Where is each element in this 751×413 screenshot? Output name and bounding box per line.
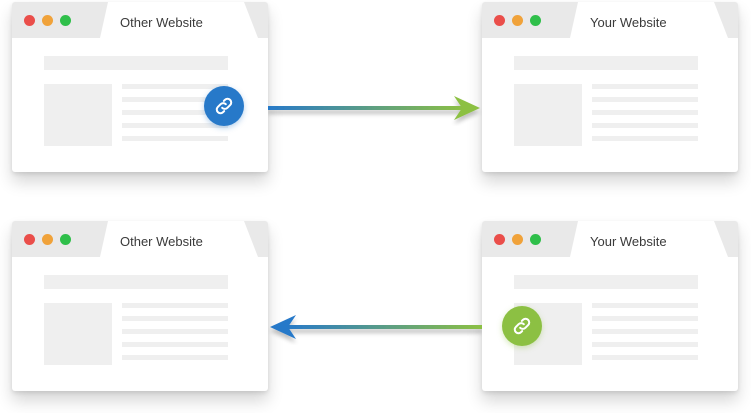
browser-window-your-website-top: Your Website (482, 2, 738, 172)
placeholder-text-line (122, 97, 228, 102)
placeholder-text-line (122, 329, 228, 334)
browser-window-other-website-bottom: Other Website (12, 221, 268, 391)
placeholder-text-line (592, 355, 698, 360)
placeholder-text-line (592, 303, 698, 308)
placeholder-text-line (122, 84, 228, 89)
placeholder-text-line (592, 316, 698, 321)
placeholder-text-line (122, 303, 228, 308)
placeholder-text-line (592, 342, 698, 347)
link-icon (513, 317, 531, 335)
placeholder-header-bar (514, 56, 698, 70)
maximize-dot-icon (530, 234, 541, 245)
placeholder-text-line (592, 136, 698, 141)
close-dot-icon (24, 234, 35, 245)
placeholder-header-bar (44, 56, 228, 70)
placeholder-text-line (592, 123, 698, 128)
minimize-dot-icon (512, 15, 523, 26)
placeholder-image-block (44, 84, 112, 146)
placeholder-text-line (592, 97, 698, 102)
arrow-right-icon (268, 96, 480, 120)
placeholder-text-line (122, 110, 228, 115)
placeholder-text-line (122, 123, 228, 128)
placeholder-text-line (592, 329, 698, 334)
browser-chrome: Other Website (12, 2, 268, 38)
tab-label: Your Website (590, 234, 667, 249)
browser-tab: Other Website (100, 221, 268, 257)
placeholder-image-block (514, 84, 582, 146)
placeholder-text-line (122, 316, 228, 321)
close-dot-icon (494, 15, 505, 26)
placeholder-text-line (592, 84, 698, 89)
minimize-dot-icon (42, 234, 53, 245)
browser-tab: Other Website (100, 2, 268, 38)
link-icon (215, 97, 233, 115)
arrow-left-icon (270, 315, 482, 339)
minimize-dot-icon (512, 234, 523, 245)
browser-chrome: Your Website (482, 2, 738, 38)
tab-label: Other Website (120, 234, 203, 249)
tab-shape (100, 2, 258, 38)
placeholder-image-block (44, 303, 112, 365)
maximize-dot-icon (60, 15, 71, 26)
tab-label: Other Website (120, 15, 203, 30)
tab-label: Your Website (590, 15, 667, 30)
browser-tab: Your Website (570, 2, 738, 38)
placeholder-text-line (122, 342, 228, 347)
placeholder-text-line (122, 136, 228, 141)
placeholder-header-bar (514, 275, 698, 289)
placeholder-text-line (122, 355, 228, 360)
browser-tab: Your Website (570, 221, 738, 257)
placeholder-text-line (592, 110, 698, 115)
maximize-dot-icon (60, 234, 71, 245)
tab-shape (570, 221, 728, 257)
link-badge-blue (204, 86, 244, 126)
browser-chrome: Your Website (482, 221, 738, 257)
close-dot-icon (24, 15, 35, 26)
tab-shape (100, 221, 258, 257)
link-badge-green (502, 306, 542, 346)
placeholder-header-bar (44, 275, 228, 289)
minimize-dot-icon (42, 15, 53, 26)
close-dot-icon (494, 234, 505, 245)
tab-shape (570, 2, 728, 38)
maximize-dot-icon (530, 15, 541, 26)
browser-chrome: Other Website (12, 221, 268, 257)
